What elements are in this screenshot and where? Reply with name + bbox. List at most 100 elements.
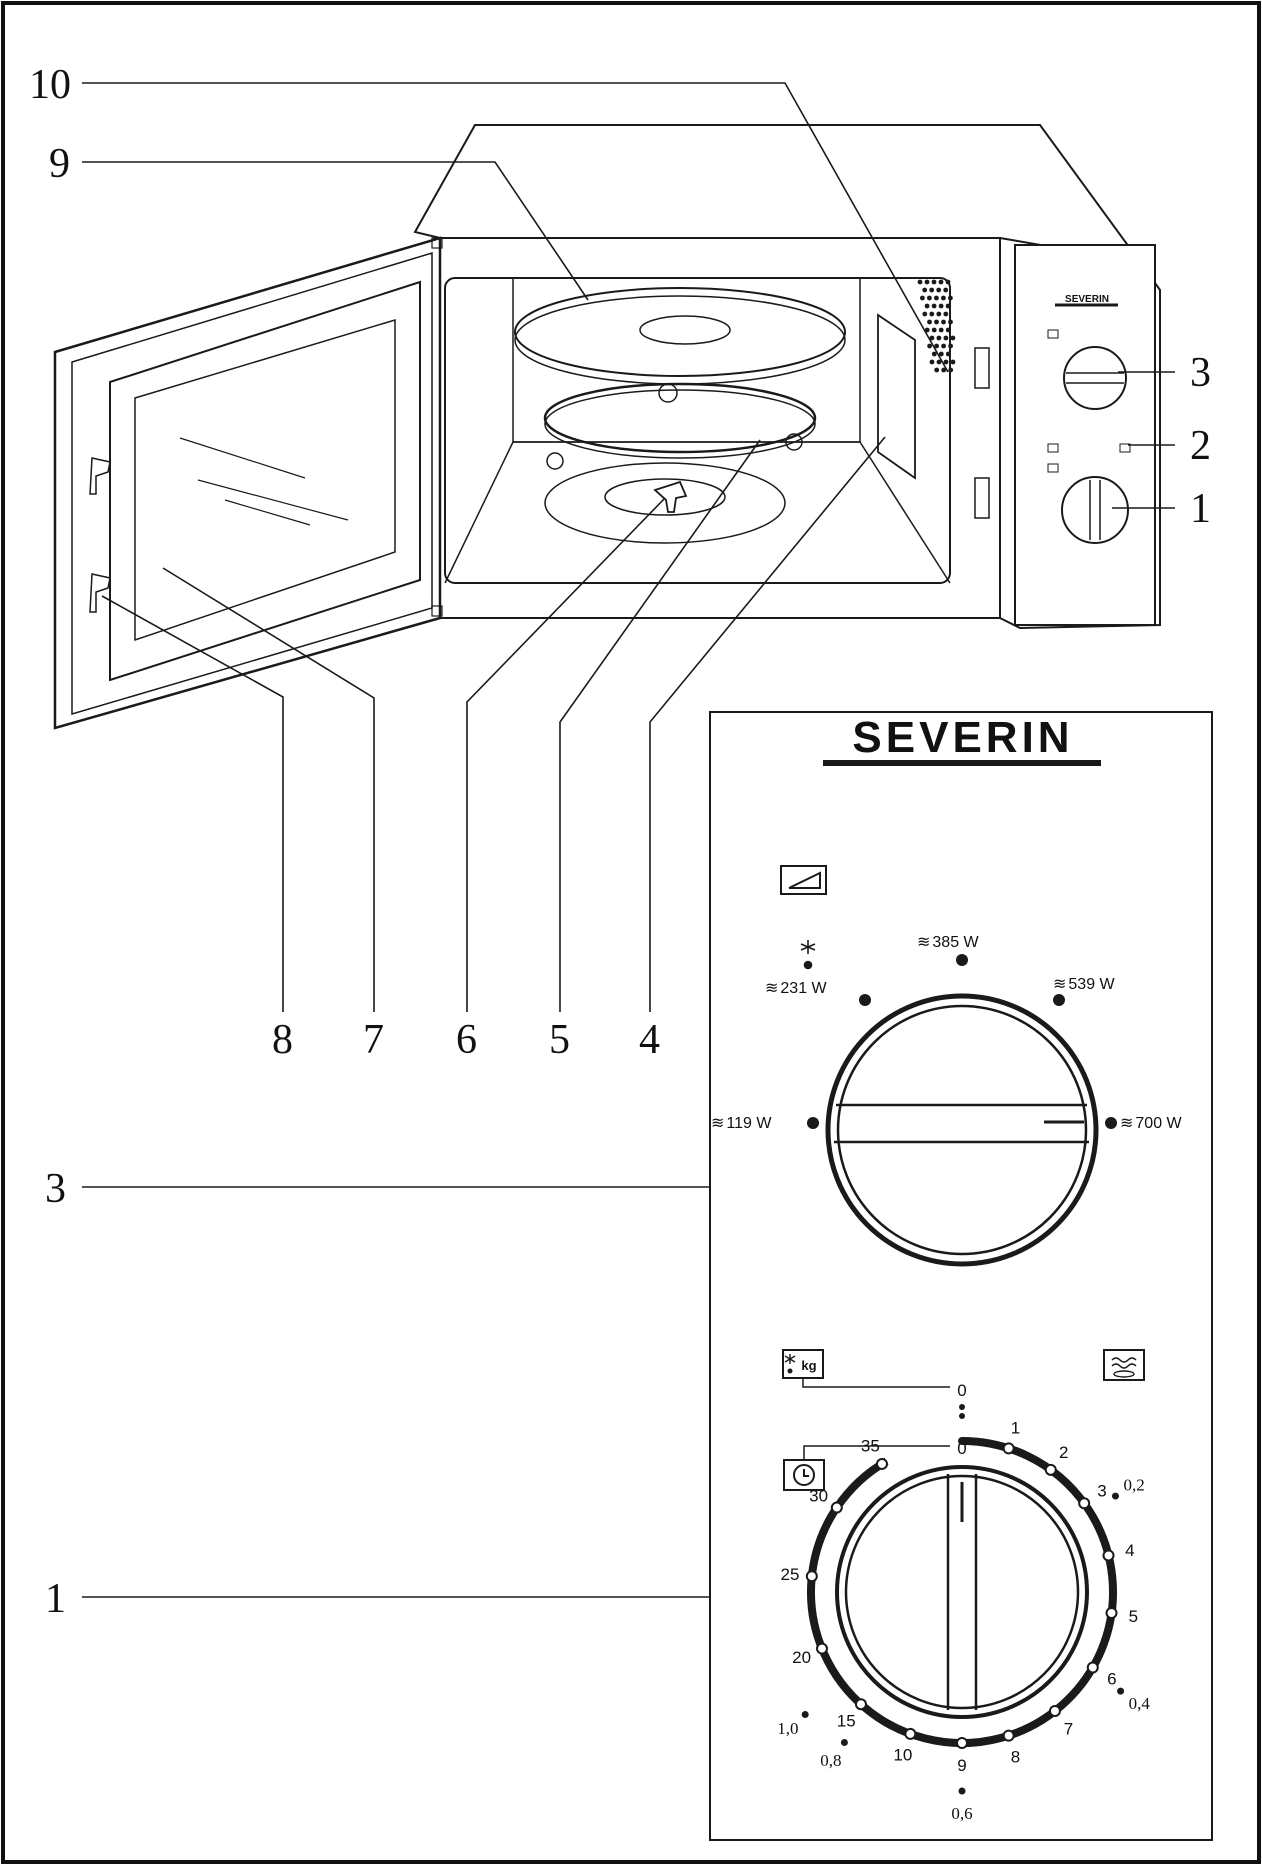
vent-hole bbox=[924, 327, 930, 333]
vent-hole bbox=[934, 367, 940, 373]
timer-minute-marker bbox=[805, 1570, 818, 1583]
vent-hole bbox=[948, 367, 954, 373]
microwave-cook-icon bbox=[1103, 1349, 1145, 1381]
power-label-700: ≋700 W bbox=[1120, 1115, 1183, 1132]
defrost-zero-dot bbox=[959, 1413, 965, 1419]
timer-minute-label: 30 bbox=[809, 1486, 828, 1505]
vent-hole bbox=[936, 335, 942, 341]
timer-minute-label: 20 bbox=[792, 1648, 811, 1667]
timer-minute-marker bbox=[1086, 1661, 1099, 1674]
timer-minute-marker bbox=[1002, 1442, 1015, 1455]
timer-minute-label: 10 bbox=[893, 1746, 912, 1765]
callout-6: 6 bbox=[456, 1017, 477, 1063]
callout-8: 8 bbox=[272, 1017, 293, 1063]
timer-weight-marker bbox=[1111, 1492, 1119, 1500]
enlarged-control-panel: SEVERIN bbox=[709, 711, 1213, 1841]
timer-weight-label: 0,8 bbox=[820, 1751, 841, 1770]
mini-brand: SEVERIN bbox=[1065, 294, 1109, 305]
waveguide-cover bbox=[877, 313, 916, 480]
timer-zero: 0 bbox=[957, 1439, 966, 1458]
timer-minute-marker bbox=[1044, 1463, 1057, 1476]
callout-1-top: 1 bbox=[1190, 486, 1211, 532]
timer-minute-marker bbox=[815, 1642, 828, 1655]
timer-weight-label: 0,4 bbox=[1129, 1694, 1151, 1713]
callout-5: 5 bbox=[549, 1017, 570, 1063]
vent-hole bbox=[943, 359, 949, 365]
vent-hole bbox=[931, 279, 937, 285]
callout-3-panel: 3 bbox=[45, 1166, 66, 1212]
timer-minute-marker bbox=[1105, 1607, 1118, 1620]
timer-zero-marker bbox=[958, 1437, 966, 1445]
timer-minute-label: 1 bbox=[1011, 1418, 1020, 1437]
glass-tray bbox=[514, 287, 846, 377]
timer-minute-marker bbox=[854, 1698, 867, 1711]
vent-hole bbox=[927, 319, 932, 325]
vent-hole bbox=[948, 319, 953, 325]
drive-coupler bbox=[653, 480, 688, 513]
timer-minute-label: 5 bbox=[1129, 1607, 1138, 1626]
brand-logo: SEVERIN bbox=[852, 713, 1073, 762]
vent-hole bbox=[938, 327, 944, 333]
power-label-539: ≋539 W bbox=[1053, 976, 1116, 993]
timer-weight-label: 1,0 bbox=[777, 1719, 798, 1738]
vent-hole bbox=[927, 295, 932, 301]
vent-hole bbox=[934, 295, 939, 301]
vent-hole bbox=[943, 311, 949, 317]
defrost-weight-label: kg bbox=[801, 1358, 816, 1373]
leader-lines bbox=[82, 82, 1175, 1598]
vent-hole bbox=[948, 295, 953, 301]
vent-hole bbox=[922, 311, 928, 317]
vent-hole bbox=[936, 287, 942, 293]
callout-1-panel: 1 bbox=[45, 1576, 66, 1622]
timer-minute-marker bbox=[956, 1737, 968, 1749]
timer-minute-marker bbox=[1048, 1704, 1061, 1717]
vent-hole bbox=[929, 287, 935, 293]
timer-weight-label: 0,2 bbox=[1124, 1475, 1145, 1494]
vent-hole bbox=[941, 295, 946, 301]
vent-hole bbox=[950, 335, 956, 341]
vent-hole bbox=[938, 351, 944, 357]
vent-hole bbox=[938, 279, 944, 285]
timer-minute-marker bbox=[1078, 1497, 1091, 1510]
timer-minute-label: 9 bbox=[957, 1756, 966, 1775]
door-window bbox=[134, 318, 396, 642]
door-hook-lower bbox=[89, 573, 111, 613]
timer-weight-marker bbox=[1117, 1687, 1125, 1695]
vent-hole bbox=[936, 311, 942, 317]
vent-hole bbox=[929, 335, 935, 341]
power-level-icon bbox=[780, 865, 827, 895]
timer-minute-marker bbox=[1102, 1549, 1115, 1562]
defrost-weight-icon: kg bbox=[782, 1349, 824, 1379]
microwave-illustration bbox=[53, 124, 1161, 730]
timer-weight-marker bbox=[801, 1711, 809, 1719]
vent-hole bbox=[945, 279, 951, 285]
vent-hole bbox=[917, 279, 923, 285]
timer-knob[interactable] bbox=[835, 1465, 1089, 1719]
vent-hole bbox=[950, 359, 956, 365]
timer-minute-label: 6 bbox=[1107, 1670, 1116, 1689]
vent-hole bbox=[948, 343, 953, 349]
defrost-zero: 0 bbox=[957, 1381, 966, 1400]
vent-hole bbox=[920, 295, 925, 301]
timer-weight-marker bbox=[958, 1787, 966, 1795]
vent-hole bbox=[943, 335, 949, 341]
callout-9: 9 bbox=[49, 141, 70, 187]
power-dial[interactable] bbox=[825, 993, 1099, 1267]
timer-minute-marker bbox=[875, 1457, 888, 1470]
vent-hole bbox=[927, 343, 932, 349]
vent-hole bbox=[931, 303, 937, 309]
timer-weight-label: 0,6 bbox=[951, 1804, 972, 1823]
callout-4: 4 bbox=[639, 1017, 660, 1063]
vent-hole bbox=[929, 311, 935, 317]
power-label-119: ≋119 W bbox=[711, 1115, 772, 1132]
vent-hole bbox=[924, 303, 930, 309]
vent-hole bbox=[943, 287, 949, 293]
timer-minute-label: 7 bbox=[1064, 1719, 1073, 1738]
mini-power-dial bbox=[1063, 346, 1127, 410]
vent-hole bbox=[931, 327, 937, 333]
vent-hole bbox=[924, 279, 930, 285]
vent-hole bbox=[922, 287, 928, 293]
callout-3-top: 3 bbox=[1190, 350, 1211, 396]
